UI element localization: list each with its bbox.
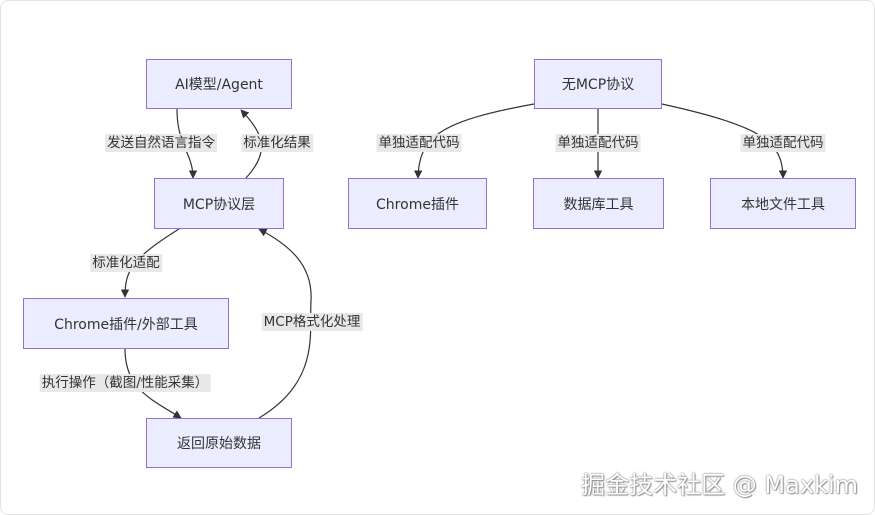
- edge-label-standardized-result: 标准化结果: [241, 134, 313, 152]
- node-local-file-tool-label: 本地文件工具: [741, 196, 825, 213]
- node-database-tool: 数据库工具: [533, 178, 664, 229]
- node-chrome-plugin: Chrome插件: [348, 178, 487, 229]
- node-external-tools: Chrome插件/外部工具: [23, 298, 229, 349]
- edge-label-execute-operation: 执行操作（截图/性能采集）: [39, 374, 211, 392]
- edge-mcp-format: [258, 228, 312, 419]
- edge-adapt-code-1: [413, 103, 535, 179]
- node-external-tools-label: Chrome插件/外部工具: [54, 316, 198, 333]
- node-mcp-layer: MCP协议层: [154, 178, 284, 229]
- edge-label-mcp-format: MCP格式化处理: [261, 313, 363, 331]
- edge-label-adapt-code-3: 单独适配代码: [740, 134, 826, 152]
- node-mcp-layer-label: MCP协议层: [182, 196, 256, 213]
- node-raw-data-label: 返回原始数据: [177, 436, 261, 452]
- edge-label-adapt-code-2: 单独适配代码: [555, 134, 641, 152]
- edge-label-standardized-adapt: 标准化适配: [90, 254, 162, 272]
- node-no-mcp-label: 无MCP协议: [561, 77, 635, 93]
- edge-label-send-instruction: 发送自然语言指令: [105, 134, 217, 152]
- node-chrome-plugin-label: Chrome插件: [376, 196, 459, 213]
- node-no-mcp: 无MCP协议: [534, 59, 662, 109]
- node-ai-model-label: AI模型/Agent: [175, 77, 263, 93]
- node-raw-data: 返回原始数据: [146, 418, 292, 468]
- node-local-file-tool: 本地文件工具: [710, 178, 856, 229]
- node-ai-model: AI模型/Agent: [146, 59, 292, 109]
- edge-label-adapt-code-1: 单独适配代码: [376, 134, 462, 152]
- watermark: 掘金技术社区 @ Maxkim: [581, 471, 858, 499]
- node-database-tool-label: 数据库工具: [563, 196, 634, 213]
